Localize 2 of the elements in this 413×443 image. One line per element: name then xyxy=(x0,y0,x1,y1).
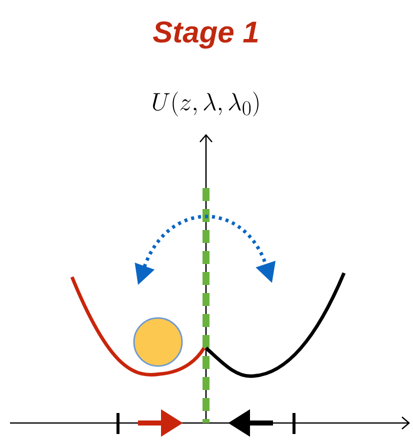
title: Stage 1 xyxy=(153,21,258,49)
axis-label: $U(z, \lambda, \lambda_0)$ xyxy=(152,92,258,116)
